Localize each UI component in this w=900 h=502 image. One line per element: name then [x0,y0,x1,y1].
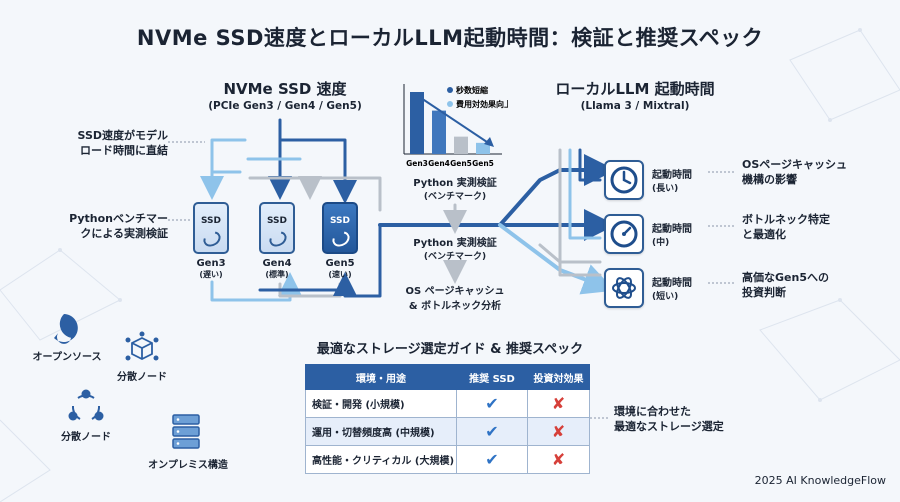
cell-use: 高性能・クリティカル (大規模) [305,445,457,474]
ssd-gen3-label: Gen3(遅い) [196,258,226,279]
note-ssd-speed: SSD速度がモデル ロード時間に直結 [77,129,168,157]
startup-short-label: 起動時間(短い) [652,278,692,302]
server-rack-icon [172,414,200,449]
open-source-label: オープンソース [32,352,102,363]
process-step-2: Python 実測検証 (ベンチマーク) [413,238,497,262]
ssd-gen4-icon: SSD [259,202,295,254]
cube-network-icon [125,331,159,361]
ssd-gen4-label: Gen4(標準) [262,258,292,279]
mini-bar-2 [454,136,468,154]
note-python-bench: Pythonベンチマー クによる実測検証 [69,212,168,240]
distributed-node-label-1: 分散ノード [117,372,167,383]
mini-bar-3 [476,142,490,154]
legend-seconds: 秒数短縮 [456,85,488,95]
page-title: NVMe SSD速度とローカルLLM起動時間：検証と推奨スペック [136,26,764,50]
llm-section-title: ローカルLLM 起動時間 [555,80,715,98]
guide-side-note: 環境に合わせた最適なストレージ選定 [614,405,724,433]
gauge-icon [604,214,644,254]
desc-bottleneck: ボトルネック特定と最適化 [742,213,830,241]
check-icon: ✔ [456,445,528,474]
cell-use: 運用・切替頻度高 (中規模) [305,417,457,446]
distributed-node-label-2: 分散ノード [61,432,111,443]
mini-tick-1: Gen4 [428,159,450,168]
mini-bar-0 [410,92,424,154]
header-use: 環境・用途 [305,364,457,390]
header-roi: 投資対効果 [527,364,590,390]
desc-page-cache: OSページキャッシュ機構の影響 [742,158,848,186]
openai-logo-icon [604,268,644,308]
open-source-icon [54,314,78,344]
cross-icon: ✘ [527,445,590,474]
check-icon: ✔ [456,389,528,418]
startup-mid-label: 起動時間(中) [652,224,692,248]
mini-tick-3: Gen5 [472,159,494,168]
cross-icon: ✘ [527,389,590,418]
ssd-gen3-icon: SSD [193,202,229,254]
table-row: 運用・切替頻度高 (中規模) ✔ ✘ [305,417,590,446]
table-header-row: 環境・用途 推奨 SSD 投資対効果 [305,364,590,390]
mini-tick-0: Gen3 [406,159,428,168]
on-premise-label: オンプレミス構造 [148,460,228,471]
cell-use: 検証・開発 (小規模) [305,389,457,418]
process-step-3: OS ページキャッシュ & ボトルネック分析 [405,286,505,312]
cross-icon: ✘ [527,417,590,446]
check-icon: ✔ [456,417,528,446]
legend-cost: 費用対効果向上 [456,99,508,109]
storage-guide-table: 環境・用途 推奨 SSD 投資対効果 検証・開発 (小規模) ✔ ✘ 運用・切替… [305,364,590,474]
ssd-section-title: NVMe SSD 速度 [223,80,347,98]
node-cycle-icon [68,389,104,421]
ssd-gen5-icon: SSD [322,202,358,254]
process-step-1: Python 実測検証 (ベンチマーク) [413,178,497,202]
table-row: 検証・開発 (小規模) ✔ ✘ [305,389,590,418]
ssd-section-subtitle: (PCIe Gen3 / Gen4 / Gen5) [208,100,362,112]
ssd-gen5-label: Gen5(速い) [325,258,355,279]
startup-long-label: 起動時間(長い) [652,170,692,194]
guide-title: 最適なストレージ選定ガイド & 推奨スペック [316,342,584,357]
desc-gen5-invest: 高価なGen5への投資判断 [742,271,829,299]
mini-tick-2: Gen5 [450,159,472,168]
table-row: 高性能・クリティカル (大規模) ✔ ✘ [305,445,590,474]
mini-bar-1 [432,110,446,154]
llm-section-subtitle: (Llama 3 / Mixtral) [580,100,690,112]
footer-credit: 2025 AI KnowledgeFlow [754,474,886,487]
clock-icon [604,160,644,200]
header-ssd: 推奨 SSD [456,364,528,390]
